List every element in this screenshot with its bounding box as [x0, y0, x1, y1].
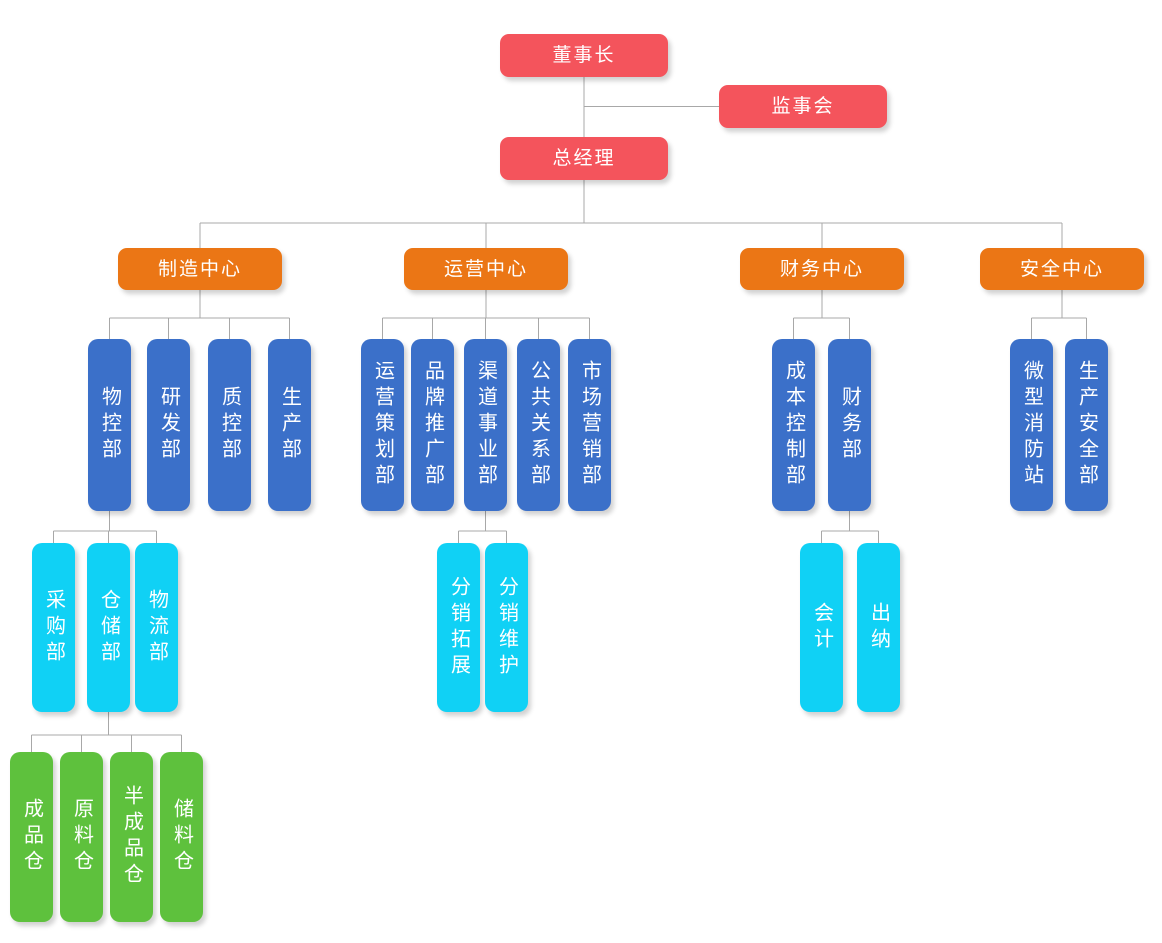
- org-node-finance-center: 财务中心: [740, 248, 904, 290]
- org-node-channel-business: 渠道事业部: [464, 339, 507, 511]
- org-node-storage-warehouse: 储料仓: [160, 752, 203, 922]
- org-node-purchasing: 采购部: [32, 543, 75, 712]
- org-node-warehousing: 仓储部: [87, 543, 130, 712]
- org-node-public-relations: 公共关系部: [517, 339, 560, 511]
- org-node-rnd: 研发部: [147, 339, 190, 511]
- org-node-distribution-maintenance: 分销维护: [485, 543, 528, 712]
- org-node-operations-center: 运营中心: [404, 248, 568, 290]
- org-node-brand-promotion: 品牌推广部: [411, 339, 454, 511]
- org-node-supervisory-board: 监事会: [719, 85, 887, 128]
- org-node-finance-dept: 财务部: [828, 339, 871, 511]
- org-node-cost-control: 成本控制部: [772, 339, 815, 511]
- org-node-general-manager: 总经理: [500, 137, 668, 180]
- org-node-marketing: 市场营销部: [568, 339, 611, 511]
- org-node-quality-control: 质控部: [208, 339, 251, 511]
- org-node-chairman: 董事长: [500, 34, 668, 77]
- org-node-safety-center: 安全中心: [980, 248, 1144, 290]
- org-node-material-control: 物控部: [88, 339, 131, 511]
- org-node-raw-material-warehouse: 原料仓: [60, 752, 103, 922]
- org-node-distribution-expansion: 分销拓展: [437, 543, 480, 712]
- org-node-accounting: 会计: [800, 543, 843, 712]
- org-node-production-safety: 生产安全部: [1065, 339, 1108, 511]
- org-node-logistics: 物流部: [135, 543, 178, 712]
- org-node-manufacturing-center: 制造中心: [118, 248, 282, 290]
- org-node-production: 生产部: [268, 339, 311, 511]
- org-node-micro-fire-station: 微型消防站: [1010, 339, 1053, 511]
- org-node-semi-finished-warehouse: 半成品仓: [110, 752, 153, 922]
- org-node-operations-planning: 运营策划部: [361, 339, 404, 511]
- org-node-finished-goods-warehouse: 成品仓: [10, 752, 53, 922]
- org-node-cashier: 出纳: [857, 543, 900, 712]
